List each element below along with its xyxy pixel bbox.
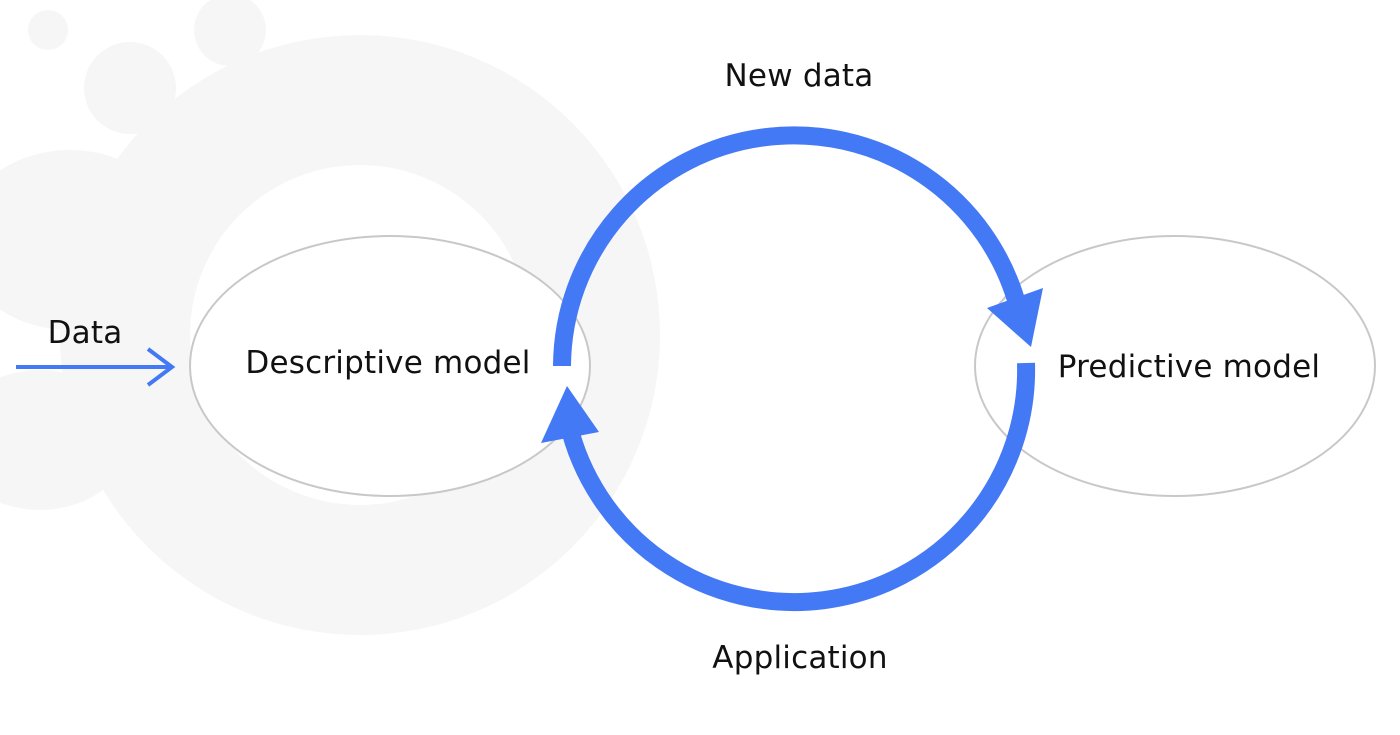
watermark-dot-medium — [84, 42, 176, 134]
data-label: Data — [47, 315, 123, 351]
descriptive-model-node — [189, 235, 591, 497]
application-arc — [559, 362, 1036, 611]
application-arrow-head — [541, 386, 599, 443]
predictive-model-label: Predictive model — [1057, 349, 1321, 385]
descriptive-model-label: Descriptive model — [245, 345, 531, 381]
data-input-arrow-head — [146, 347, 176, 387]
watermark-blob-left — [0, 150, 180, 330]
predictive-model-node — [974, 235, 1376, 497]
application-label: Application — [712, 640, 888, 676]
new-data-arc — [553, 126, 1027, 367]
watermark-dot-small — [28, 10, 68, 50]
new-data-arrow-head — [987, 288, 1043, 347]
watermark-dot-top — [194, 0, 266, 66]
new-data-label: New data — [724, 58, 874, 94]
watermark-blob-lower — [0, 370, 130, 510]
